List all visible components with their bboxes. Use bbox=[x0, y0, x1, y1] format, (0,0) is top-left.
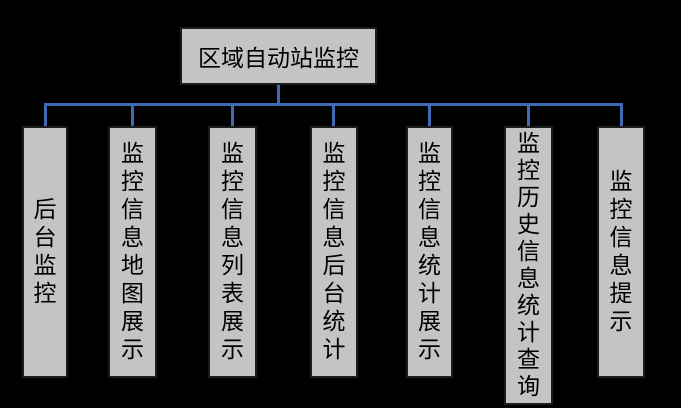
connector-stem-line bbox=[277, 85, 280, 103]
node-monitor-info-map-display: 监控信息地图展示 bbox=[108, 126, 157, 378]
node-monitor-info-stats-display: 监控信息统计展示 bbox=[406, 126, 453, 378]
connector-drop-line bbox=[428, 103, 431, 126]
connector-drop-line bbox=[44, 103, 47, 126]
root-node: 区域自动站监控 bbox=[180, 27, 377, 85]
connector-drop-line bbox=[131, 103, 134, 126]
root-node-label: 区域自动站监控 bbox=[198, 46, 359, 72]
node-monitor-info-list-display: 监控信息列表展示 bbox=[208, 126, 257, 378]
connector-drop-line bbox=[332, 103, 335, 126]
connector-drop-line bbox=[620, 103, 623, 126]
node-monitor-history-stats-query: 监控历史信息统计查询 bbox=[504, 126, 553, 405]
connector-drop-line bbox=[527, 103, 530, 126]
connector-drop-line bbox=[231, 103, 234, 126]
node-monitor-info-prompt: 监控信息提示 bbox=[597, 126, 645, 378]
node-monitor-info-backend-stats: 监控信息后台统计 bbox=[310, 126, 358, 378]
node-backend-monitoring: 后台监控 bbox=[22, 126, 68, 378]
